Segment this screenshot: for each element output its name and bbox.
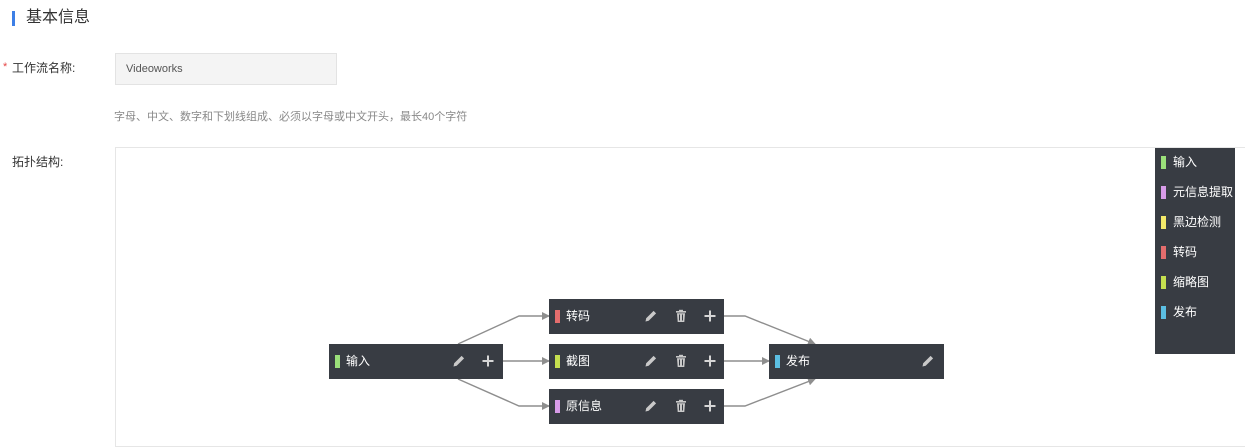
node-label: 原信息 bbox=[566, 399, 603, 413]
node-label: 截图 bbox=[566, 354, 591, 368]
legend-item-blackborder: 黑边检测 bbox=[1155, 208, 1235, 238]
pencil-icon[interactable] bbox=[643, 398, 659, 414]
trash-icon[interactable] bbox=[673, 353, 689, 369]
plus-icon[interactable] bbox=[702, 308, 718, 324]
legend-item-transcode: 转码 bbox=[1155, 238, 1235, 268]
legend-label: 输入 bbox=[1173, 155, 1198, 169]
node-type-legend: 输入 元信息提取 黑边检测 转码 缩略图 发布 bbox=[1155, 148, 1235, 354]
node-metainfo[interactable]: 原信息 bbox=[549, 389, 724, 424]
legend-swatch bbox=[1161, 186, 1166, 199]
node-label: 发布 bbox=[786, 354, 811, 368]
node-type-swatch bbox=[555, 355, 560, 368]
pencil-icon[interactable] bbox=[643, 353, 659, 369]
pencil-icon[interactable] bbox=[451, 353, 467, 369]
section-accent-bar bbox=[12, 11, 15, 26]
section-title: 基本信息 bbox=[26, 9, 91, 26]
legend-swatch bbox=[1161, 216, 1166, 229]
trash-icon[interactable] bbox=[673, 398, 689, 414]
legend-swatch bbox=[1161, 276, 1166, 289]
plus-icon[interactable] bbox=[702, 398, 718, 414]
required-mark: * bbox=[3, 61, 8, 73]
workflow-name-label: 工作流名称: bbox=[12, 61, 76, 75]
node-transcode[interactable]: 转码 bbox=[549, 299, 724, 334]
pencil-icon[interactable] bbox=[643, 308, 659, 324]
legend-label: 黑边检测 bbox=[1173, 215, 1222, 229]
node-label: 转码 bbox=[566, 309, 591, 323]
legend-swatch bbox=[1161, 306, 1166, 319]
legend-label: 缩略图 bbox=[1173, 275, 1210, 289]
edge-input-transcode bbox=[457, 312, 550, 345]
legend-item-thumbnail: 缩略图 bbox=[1155, 268, 1235, 298]
node-type-swatch bbox=[555, 310, 560, 323]
legend-swatch bbox=[1161, 246, 1166, 259]
workflow-name-input[interactable] bbox=[115, 53, 337, 85]
node-publish[interactable]: 发布 bbox=[769, 344, 944, 379]
legend-item-publish: 发布 bbox=[1155, 298, 1235, 328]
legend-item-metainfo: 元信息提取 bbox=[1155, 178, 1235, 208]
legend-label: 元信息提取 bbox=[1173, 185, 1234, 199]
node-snapshot[interactable]: 截图 bbox=[549, 344, 724, 379]
node-label: 输入 bbox=[346, 354, 371, 368]
pencil-icon[interactable] bbox=[920, 353, 936, 369]
edge-transcode-publish bbox=[724, 315, 816, 346]
legend-label: 发布 bbox=[1173, 305, 1198, 319]
node-type-swatch bbox=[555, 400, 560, 413]
edge-input-metainfo bbox=[457, 378, 550, 410]
plus-icon[interactable] bbox=[702, 353, 718, 369]
legend-swatch bbox=[1161, 156, 1166, 169]
workflow-name-hint: 字母、中文、数字和下划线组成、必须以字母或中文开头，最长40个字符 bbox=[114, 111, 468, 123]
trash-icon[interactable] bbox=[673, 308, 689, 324]
plus-icon[interactable] bbox=[480, 353, 496, 369]
node-input[interactable]: 输入 bbox=[329, 344, 503, 379]
node-type-swatch bbox=[335, 355, 340, 368]
edge-metainfo-publish bbox=[724, 377, 816, 407]
topology-label: 拓扑结构: bbox=[12, 155, 64, 169]
node-type-swatch bbox=[775, 355, 780, 368]
legend-label: 转码 bbox=[1173, 245, 1198, 259]
legend-item-input: 输入 bbox=[1155, 148, 1235, 178]
